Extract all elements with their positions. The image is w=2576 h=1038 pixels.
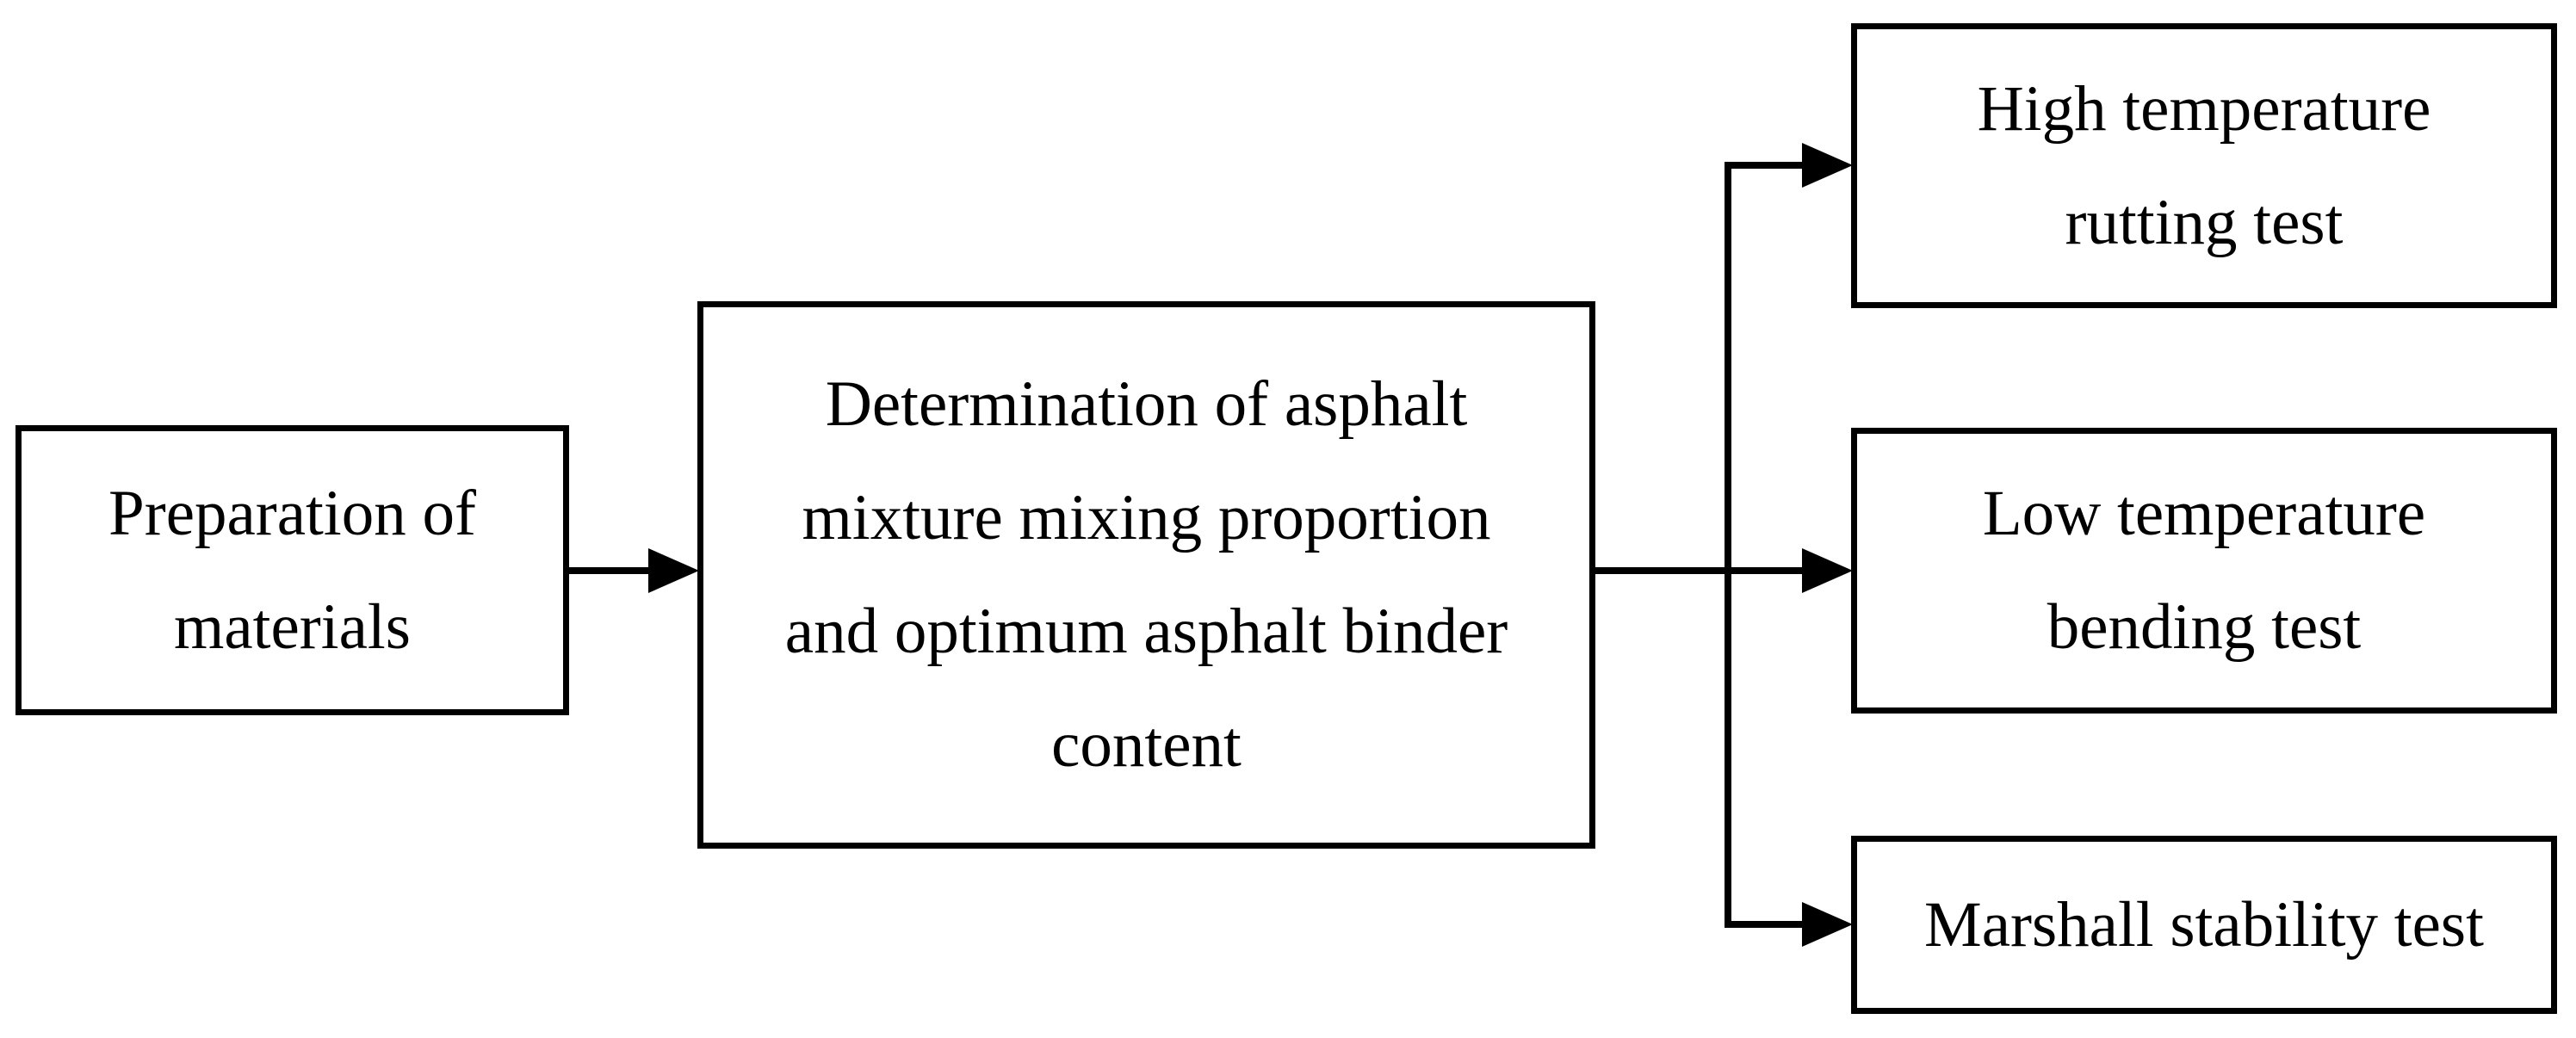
node-label-line: content [1051,709,1242,781]
node-label-line: rutting test [2065,186,2344,258]
node-label-line: Low temperature [1982,478,2426,549]
node-label-line: and optimum asphalt binder [784,596,1508,667]
node-high-temperature-rutting-test: High temperature rutting test [1851,23,2557,308]
arrowhead [1802,143,1853,188]
node-marshall-stability-test: Marshall stability test [1851,836,2557,1014]
arrowhead [1802,548,1853,593]
node-label-line: bending test [2047,591,2362,663]
edge-determination-branches [1591,143,1853,947]
arrowhead [648,548,699,593]
node-label-line: mixture mixing proportion [802,482,1491,553]
arrowhead [1802,902,1853,947]
node-preparation-of-materials: Preparation of materials [15,425,569,715]
node-label-line: Determination of asphalt [825,368,1468,440]
node-determination-of-mixing-proportion: Determination of asphalt mixture mixing … [697,301,1595,849]
node-label-line: Marshall stability test [1924,888,2484,961]
node-label-line: Preparation of [108,477,476,549]
node-label-line: materials [174,590,411,663]
edge-preparation-to-determination [565,548,699,593]
node-label-line: High temperature [1977,72,2431,145]
node-low-temperature-bending-test: Low temperature bending test [1851,428,2557,714]
